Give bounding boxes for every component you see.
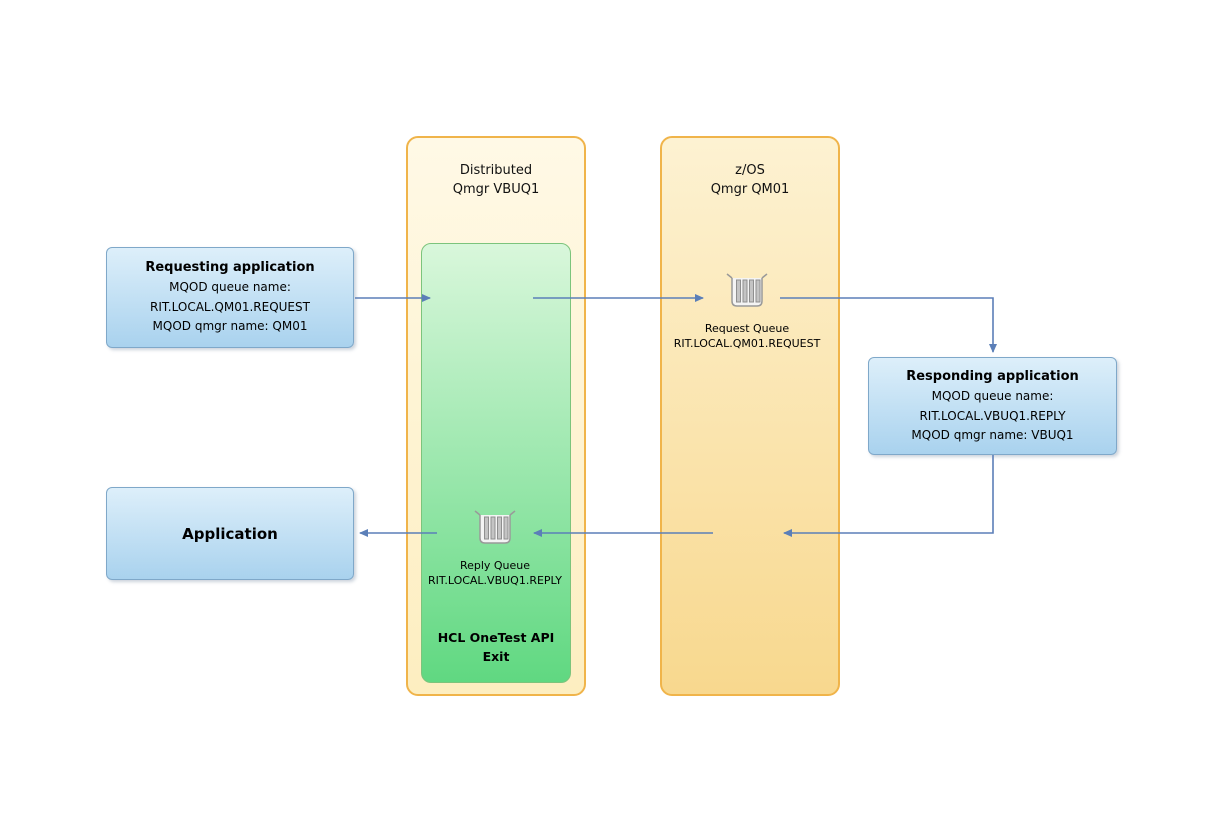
distributed-qmgr-label-line2: Qmgr VBUQ1 <box>452 182 540 197</box>
zos-qmgr-label-line2: Qmgr QM01 <box>710 182 790 197</box>
onetest-api-exit-label-line2: Exit <box>482 649 510 664</box>
responding-application-line3: MQOD qmgr name: VBUQ1 <box>911 428 1074 442</box>
distributed-qmgr-label-line1: Distributed <box>459 163 533 178</box>
distributed-qmgr-label: Distributed Qmgr VBUQ1 <box>408 161 584 199</box>
request-queue-name: Request Queue <box>704 322 790 335</box>
onetest-api-exit-box: HCL OneTest API Exit <box>421 243 571 683</box>
zos-qmgr-label-line1: z/OS <box>735 163 765 178</box>
application-box: Application <box>106 487 354 580</box>
requesting-application-line1: MQOD queue name: <box>169 280 291 294</box>
responding-application-box: Responding application MQOD queue name: … <box>868 357 1117 455</box>
zos-qmgr-label: z/OS Qmgr QM01 <box>662 161 838 199</box>
requesting-application-box: Requesting application MQOD queue name: … <box>106 247 354 348</box>
onetest-api-exit-label-line1: HCL OneTest API <box>437 630 555 645</box>
queue-icon <box>474 510 516 544</box>
onetest-api-exit-label: HCL OneTest API Exit <box>422 628 570 666</box>
responding-application-line2: RIT.LOCAL.VBUQ1.REPLY <box>919 408 1066 423</box>
reply-queue-fullname: RIT.LOCAL.VBUQ1.REPLY <box>428 574 562 587</box>
responding-application-title: Responding application <box>906 369 1079 384</box>
queue-icon <box>726 273 768 307</box>
responding-application-line1: MQOD queue name: <box>931 389 1054 403</box>
application-title: Application <box>182 524 278 543</box>
request-queue: Request Queue RIT.LOCAL.QM01.REQUEST <box>667 271 827 352</box>
requesting-application-line3: MQOD qmgr name: QM01 <box>152 319 308 333</box>
reply-queue-name: Reply Queue <box>459 559 531 572</box>
requesting-application-title: Requesting application <box>145 260 315 275</box>
zos-qmgr-container: z/OS Qmgr QM01 <box>660 136 840 696</box>
request-queue-fullname: RIT.LOCAL.QM01.REQUEST <box>673 337 821 350</box>
requesting-application-line2: RIT.LOCAL.QM01.REQUEST <box>150 299 310 314</box>
reply-queue: Reply Queue RIT.LOCAL.VBUQ1.REPLY <box>415 508 575 589</box>
